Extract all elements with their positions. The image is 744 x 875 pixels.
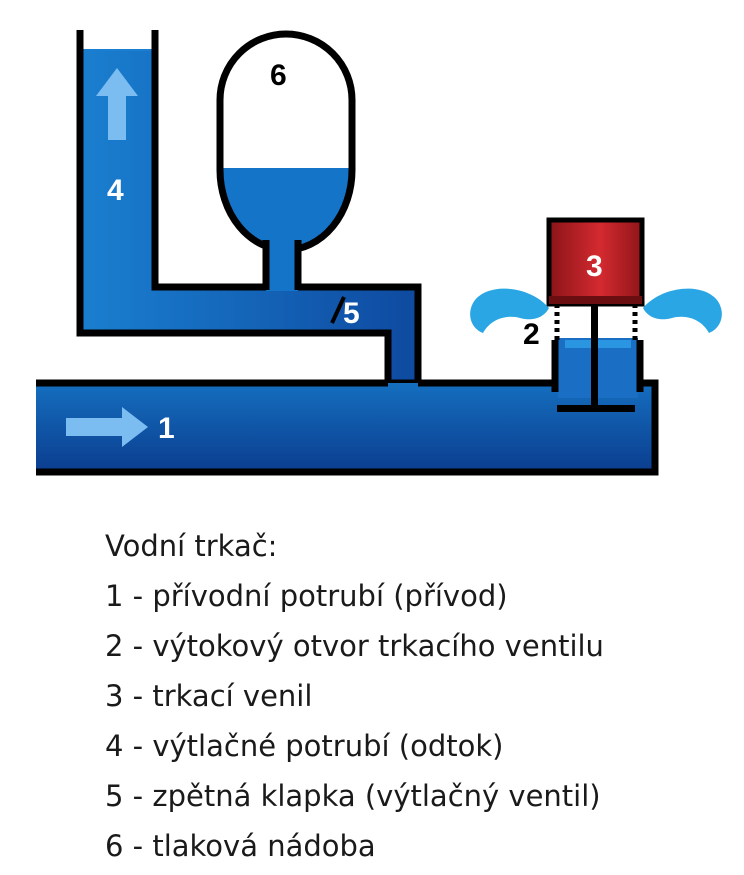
legend-title: Vodní trkač: bbox=[105, 529, 278, 563]
label-pressure-vessel: 6 bbox=[270, 59, 287, 92]
right-arrow-icon bbox=[66, 407, 148, 447]
check-valve bbox=[330, 296, 346, 324]
legend-item-3: 3 - trkací venil bbox=[105, 679, 313, 713]
hydraulic-ram-diagram: 1 2 3 4 5 6 bbox=[36, 30, 722, 476]
impulse-valve bbox=[546, 217, 645, 412]
legend-item-1: 1 - přívodní potrubí (přívod) bbox=[105, 579, 508, 613]
legend-item-4: 4 - výtlačné potrubí (odtok) bbox=[105, 729, 504, 763]
pressure-vessel bbox=[216, 30, 356, 291]
label-waste-outlet: 2 bbox=[523, 318, 540, 351]
label-check-valve: 5 bbox=[343, 297, 360, 330]
label-impulse-valve: 3 bbox=[586, 250, 603, 283]
legend: Vodní trkač: 1 - přívodní potrubí (přívo… bbox=[105, 521, 725, 871]
legend-item-2: 2 - výtokový otvor trkacího ventilu bbox=[105, 629, 604, 663]
water-splash-left bbox=[470, 288, 549, 333]
legend-item-5: 5 - zpětná klapka (výtlačný ventil) bbox=[105, 779, 601, 813]
legend-item-6: 6 - tlaková nádoba bbox=[105, 829, 376, 863]
label-supply-pipe: 1 bbox=[158, 412, 175, 445]
water-splash-right bbox=[643, 288, 722, 333]
up-arrow-icon bbox=[96, 68, 138, 140]
label-delivery-pipe: 4 bbox=[107, 174, 124, 207]
